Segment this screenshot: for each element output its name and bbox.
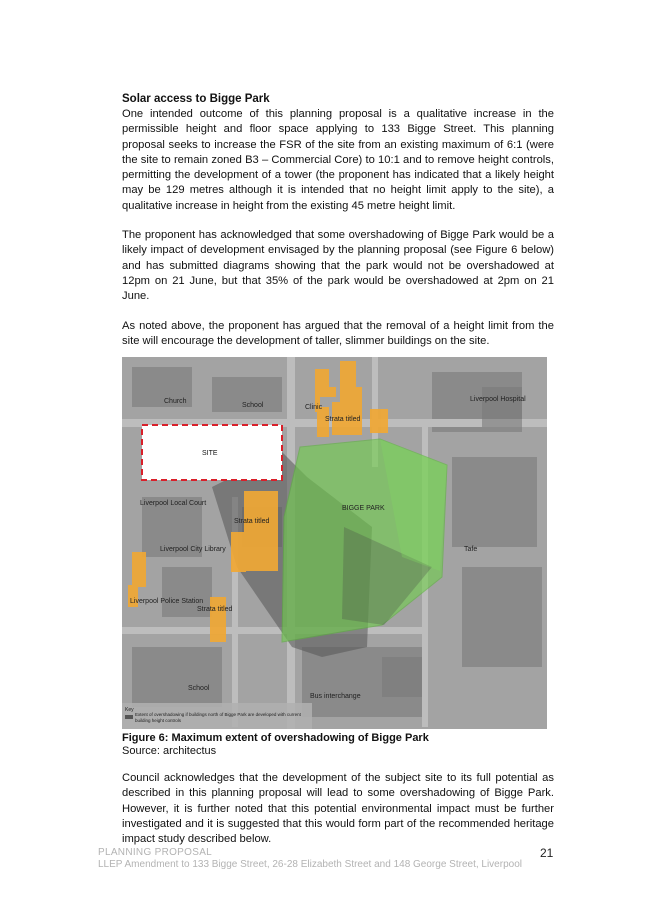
label-strata-low: Strata titled: [197, 606, 233, 613]
label-church: Church: [164, 398, 187, 405]
label-court: Liverpool Local Court: [140, 500, 206, 507]
label-school-bottom: School: [188, 685, 210, 692]
label-strata-top: Strata titled: [325, 416, 361, 423]
figure-source: Source: architectus: [122, 745, 217, 757]
label-strata-mid: Strata titled: [234, 518, 270, 525]
footer: PLANNING PROPOSAL LLEP Amendment to 133 …: [98, 847, 558, 871]
body-text: Solar access to Bigge Park One intended …: [122, 92, 554, 349]
label-bigge-park: BIGGE PARK: [342, 505, 385, 512]
paragraph-3: As noted above, the proponent has argued…: [122, 319, 554, 347]
paragraph-2: The proponent has acknowledged that some…: [122, 229, 554, 303]
legend-key: Key: [125, 707, 134, 713]
legend-text: Extent of overshadowing if buildings nor…: [135, 712, 301, 723]
closing-paragraph: Council acknowledges that the developmen…: [122, 772, 554, 846]
label-hospital: Liverpool Hospital: [470, 396, 526, 403]
page-number: 21: [540, 846, 554, 860]
label-site: SITE: [202, 450, 218, 457]
footer-subtitle: LLEP Amendment to 133 Bigge Street, 26-2…: [98, 859, 522, 870]
paragraph-1: One intended outcome of this planning pr…: [122, 108, 554, 212]
footer-title: PLANNING PROPOSAL: [98, 847, 213, 858]
label-bus-interchange: Bus interchange: [310, 693, 361, 700]
label-clinic: Clinic: [305, 404, 323, 411]
label-library: Liverpool City Library: [160, 546, 226, 553]
figure-caption-block: Figure 6: Maximum extent of overshadowin…: [122, 732, 554, 758]
label-school-top: School: [242, 402, 264, 409]
label-police: Liverpool Police Station: [130, 598, 203, 605]
figure-caption: Figure 6: Maximum extent of overshadowin…: [122, 732, 429, 744]
overshadowing-map: Church School Clinic Strata titled Liver…: [122, 357, 547, 729]
label-tafe: Tafe: [464, 546, 477, 553]
closing-paragraph-block: Council acknowledges that the developmen…: [122, 771, 554, 847]
section-heading: Solar access to Bigge Park: [122, 93, 270, 105]
